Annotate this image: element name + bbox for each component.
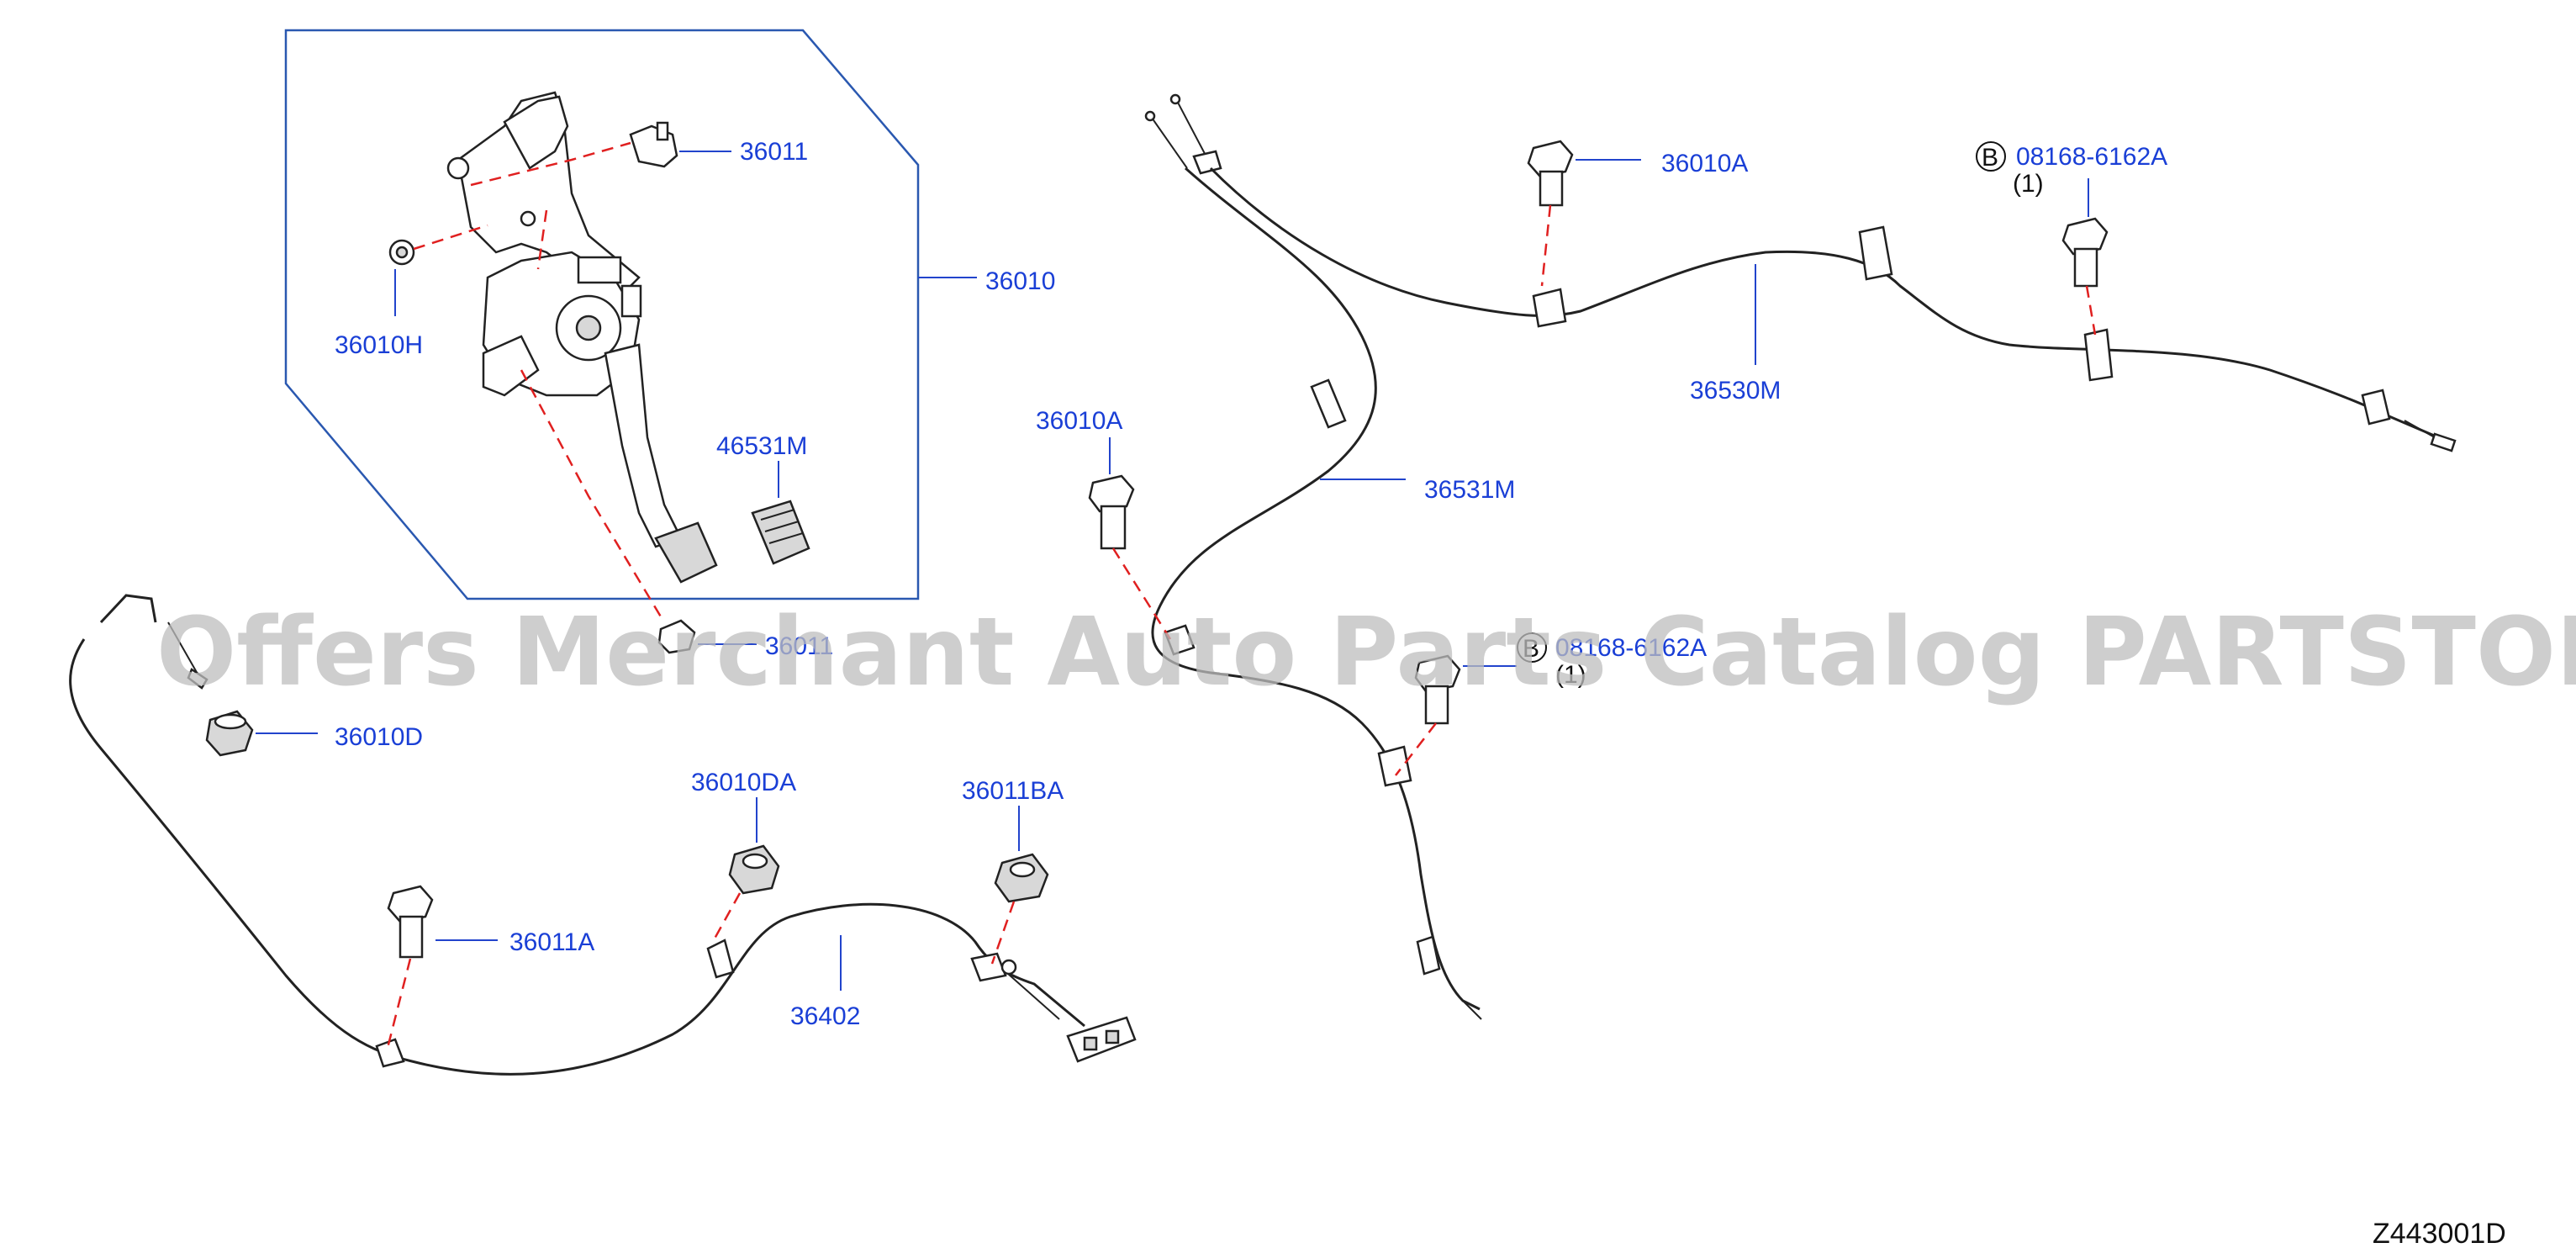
label-36011: 36011: [740, 138, 808, 166]
pedal-assembly-frame: [284, 29, 920, 600]
grommet-36010D[interactable]: [205, 710, 254, 757]
label-36530M: 36530M: [1690, 377, 1781, 405]
label-36010A-mid: 36010A: [1036, 407, 1122, 435]
qty-08168-6162A-top: (1): [2013, 170, 2044, 198]
rear-cable-36531M[interactable]: [1151, 167, 1482, 1020]
circle-b-mid-letter: B: [1523, 635, 1539, 663]
label-36010A-top: 36010A: [1661, 150, 1748, 177]
guide-36011A: [385, 958, 412, 1052]
circle-b-top-letter: B: [1982, 144, 1998, 172]
qty-08168-6162A-mid: (1): [1555, 661, 1586, 689]
circle-b-top: [1976, 141, 2006, 172]
label-36010: 36010: [985, 267, 1055, 295]
bolt-36010A-top[interactable]: [1527, 140, 1574, 207]
guide-36010DA: [713, 892, 742, 939]
clip-36011-lower[interactable]: [657, 619, 696, 654]
label-36011BA: 36011BA: [962, 777, 1064, 805]
label-36402: 36402: [790, 1002, 860, 1030]
parking-brake-pedal-assembly[interactable]: [446, 91, 718, 584]
pedal-pad-46531M[interactable]: [751, 500, 810, 565]
label-46531M: 46531M: [716, 432, 807, 460]
label-36531M: 36531M: [1424, 476, 1515, 504]
label-08168-6162A-mid: 08168-6162A: [1555, 634, 1707, 662]
circle-b-mid: [1517, 632, 1547, 663]
label-36011-lower: 36011: [765, 632, 833, 660]
guide-08168-mid: [1395, 722, 1437, 776]
label-36010DA: 36010DA: [691, 769, 796, 796]
front-cable-36402[interactable]: [69, 594, 1137, 1076]
guide-pedal-2: [520, 369, 666, 623]
diagram-code: Z443001D: [2373, 1218, 2506, 1248]
bolt-08168-6162A-top[interactable]: [2061, 217, 2109, 288]
label-08168-6162A-top: 08168-6162A: [2016, 143, 2167, 171]
bolt-36011A[interactable]: [387, 885, 434, 959]
part-36011[interactable]: [629, 121, 678, 168]
label-36011A: 36011A: [509, 928, 594, 956]
bolt-36010A-mid[interactable]: [1088, 474, 1135, 550]
nut-36010DA[interactable]: [728, 844, 780, 895]
label-36010D: 36010D: [335, 723, 423, 751]
bolt-36010H[interactable]: [388, 239, 415, 266]
guide-pedal-3: [536, 209, 548, 270]
bolt-08168-6162A-mid[interactable]: [1414, 654, 1461, 725]
guide-08168-top: [2085, 285, 2097, 336]
label-36010H: 36010H: [335, 331, 423, 359]
watermark: Offers Merchant Auto Parts Catalog PARTS…: [156, 598, 2576, 707]
rear-cable-36530M[interactable]: [1144, 93, 2457, 452]
guide-36010A-top: [1540, 204, 1552, 287]
guide-36011BA: [990, 901, 1016, 965]
guide-pedal-1: [470, 141, 631, 187]
nut-36011BA[interactable]: [994, 853, 1049, 903]
guide-36010H: [413, 224, 488, 251]
